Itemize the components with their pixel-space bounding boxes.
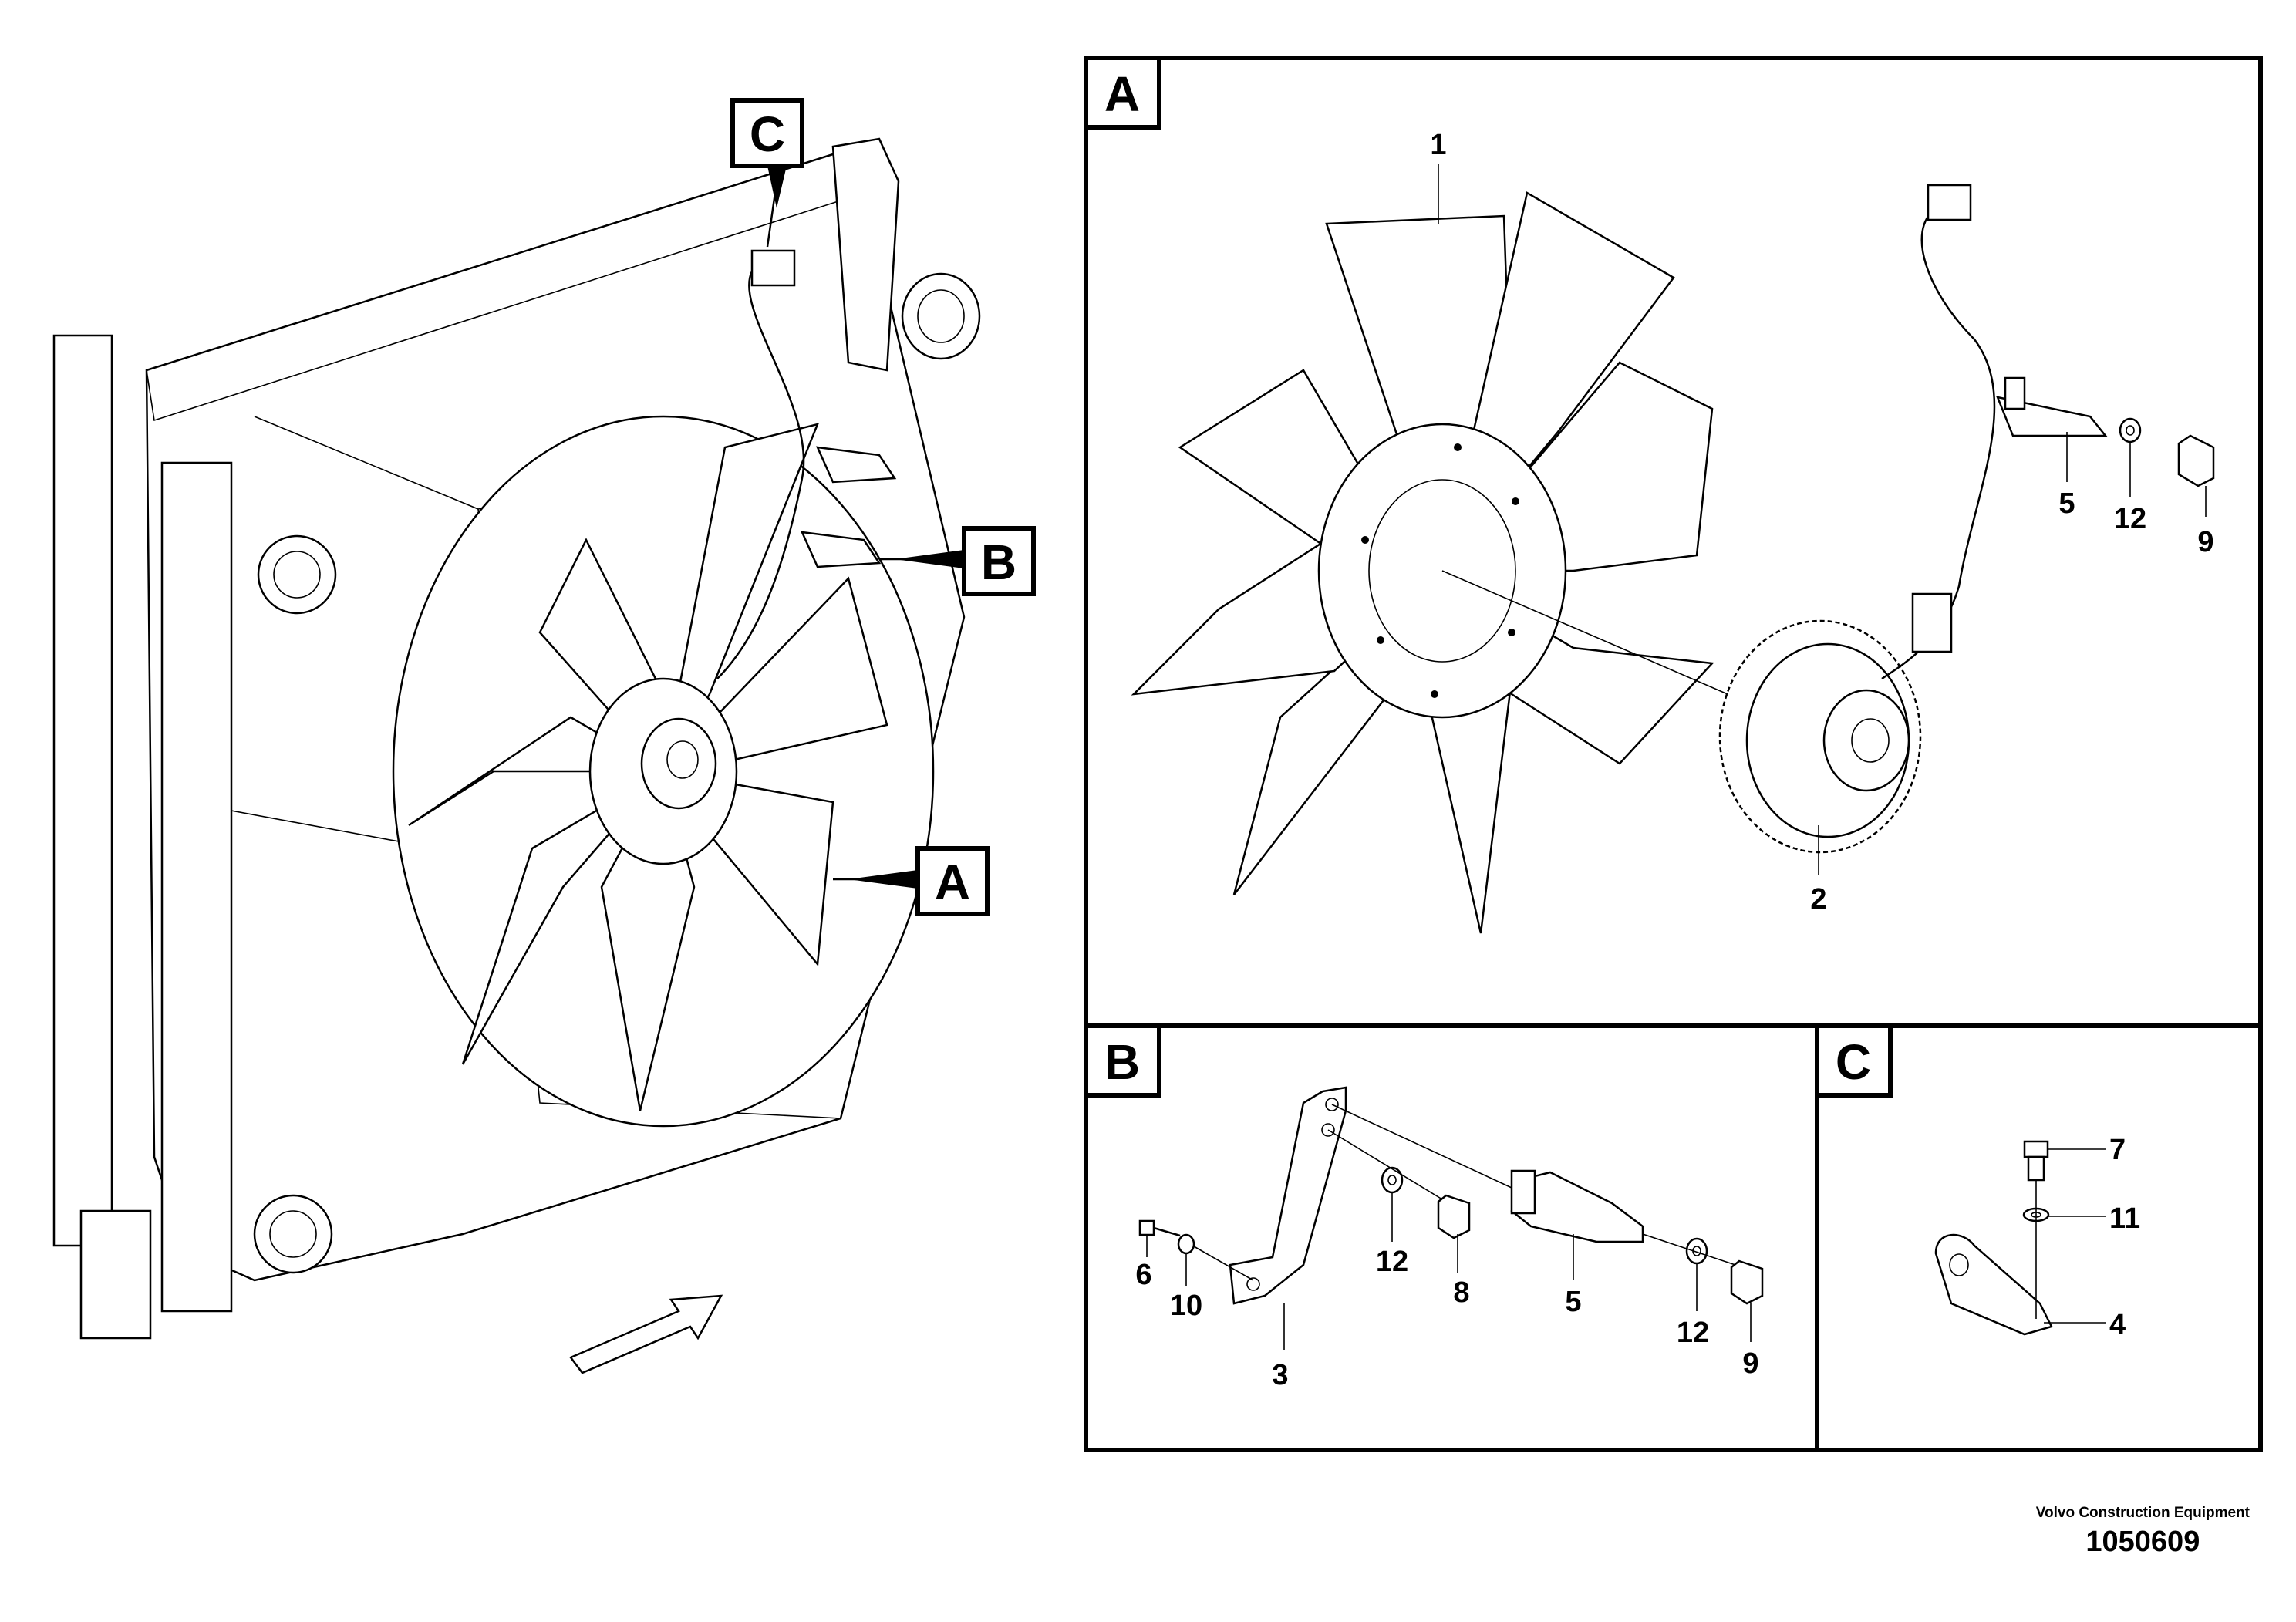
part-11-label: 11 <box>2109 1202 2140 1235</box>
sensor-bracket <box>1229 1086 1347 1305</box>
svg-text:C: C <box>750 106 785 162</box>
speed-sensor <box>1881 184 2108 680</box>
callout-C[interactable]: C <box>730 98 804 168</box>
panel-B-parts <box>1138 1104 1764 1305</box>
fan-blade-assembly <box>1131 191 1714 934</box>
svg-text:A: A <box>935 855 970 910</box>
part-5-label: 5 <box>1565 1286 1581 1318</box>
callout-A[interactable]: A <box>915 846 990 916</box>
part-3-label: 3 <box>1272 1359 1288 1391</box>
part-12-label: 12 <box>1376 1246 1408 1278</box>
svg-text:B: B <box>981 534 1017 590</box>
panel-B: B <box>1084 1023 1819 1452</box>
overview-fan <box>408 423 888 1111</box>
manufacturer-name: Volvo Construction Equipment <box>2035 1505 2250 1521</box>
fan-clutch-hub <box>1718 619 1922 854</box>
airflow-arrow-icon <box>569 1294 723 1374</box>
panel-C-label: C <box>1836 1034 1871 1090</box>
part-7-label: 7 <box>2109 1134 2126 1166</box>
part-6-label: 6 <box>1135 1259 1151 1291</box>
drawing-number: 1050609 <box>2085 1526 2200 1558</box>
part-1-label: 1 <box>1430 129 1446 161</box>
panel-A-label: A <box>1104 66 1140 122</box>
callout-B[interactable]: B <box>962 526 1036 596</box>
drawing-footer: Volvo Construction Equipment 1050609 <box>2036 1504 2250 1560</box>
part-9-label: 9 <box>1742 1347 1758 1380</box>
panel-C: C <box>1815 1023 2263 1452</box>
part-9-label: 9 <box>2197 526 2213 558</box>
panel-A-fasteners <box>2119 417 2215 487</box>
part-5-label: 5 <box>2058 487 2075 520</box>
overview-assembly <box>52 137 981 1374</box>
part-2-label: 2 <box>1810 883 1826 916</box>
part-4-label: 4 <box>2109 1309 2126 1341</box>
part-10-label: 10 <box>1170 1290 1202 1322</box>
part-8-label: 8 <box>1453 1276 1469 1309</box>
part-12-label: 12 <box>1677 1317 1709 1349</box>
panel-C-parts <box>1934 1140 2106 1336</box>
part-12-label: 12 <box>2114 503 2146 535</box>
panel-B-label: B <box>1104 1034 1140 1090</box>
